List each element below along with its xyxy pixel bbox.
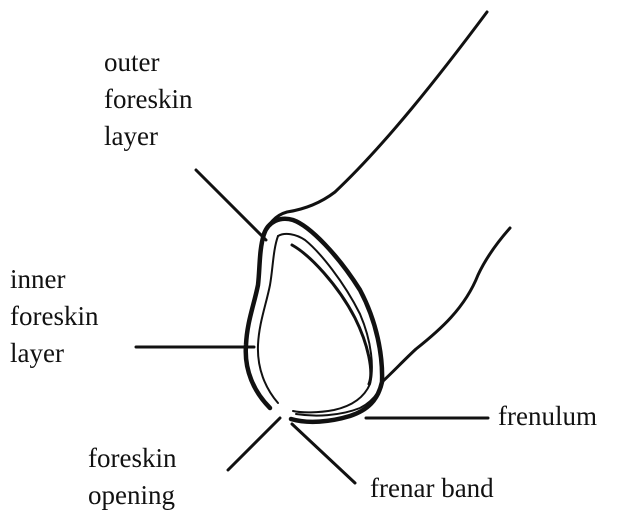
label-outer-foreskin-layer-line3: layer: [104, 118, 192, 155]
leader-foreskin-opening: [228, 418, 280, 470]
label-outer-foreskin-layer-line1: outer: [104, 44, 192, 81]
foreskin-left-outer-line: [246, 234, 270, 408]
shaft-upper-outline: [264, 12, 487, 234]
label-frenar-band-text: frenar band: [370, 470, 494, 507]
label-foreskin-opening: foreskin opening: [88, 440, 176, 514]
label-inner-foreskin-layer-line1: inner: [10, 261, 98, 298]
outer-foreskin-layer-contour: [264, 219, 382, 422]
label-outer-foreskin-layer-line2: foreskin: [104, 81, 192, 118]
shaft-lower-outline: [382, 228, 510, 382]
label-inner-foreskin-layer-line3: layer: [10, 335, 98, 372]
label-foreskin-opening-line2: opening: [88, 477, 176, 514]
label-frenulum-text: frenulum: [498, 398, 597, 435]
leader-frenar-band: [292, 424, 355, 483]
leader-outer-foreskin-layer: [196, 170, 266, 240]
label-frenulum: frenulum: [498, 398, 597, 435]
label-inner-foreskin-layer-line2: foreskin: [10, 298, 98, 335]
glans-outline: [292, 245, 371, 384]
label-foreskin-opening-line1: foreskin: [88, 440, 176, 477]
label-inner-foreskin-layer: inner foreskin layer: [10, 261, 98, 372]
label-frenar-band: frenar band: [370, 470, 494, 507]
label-outer-foreskin-layer: outer foreskin layer: [104, 44, 192, 155]
